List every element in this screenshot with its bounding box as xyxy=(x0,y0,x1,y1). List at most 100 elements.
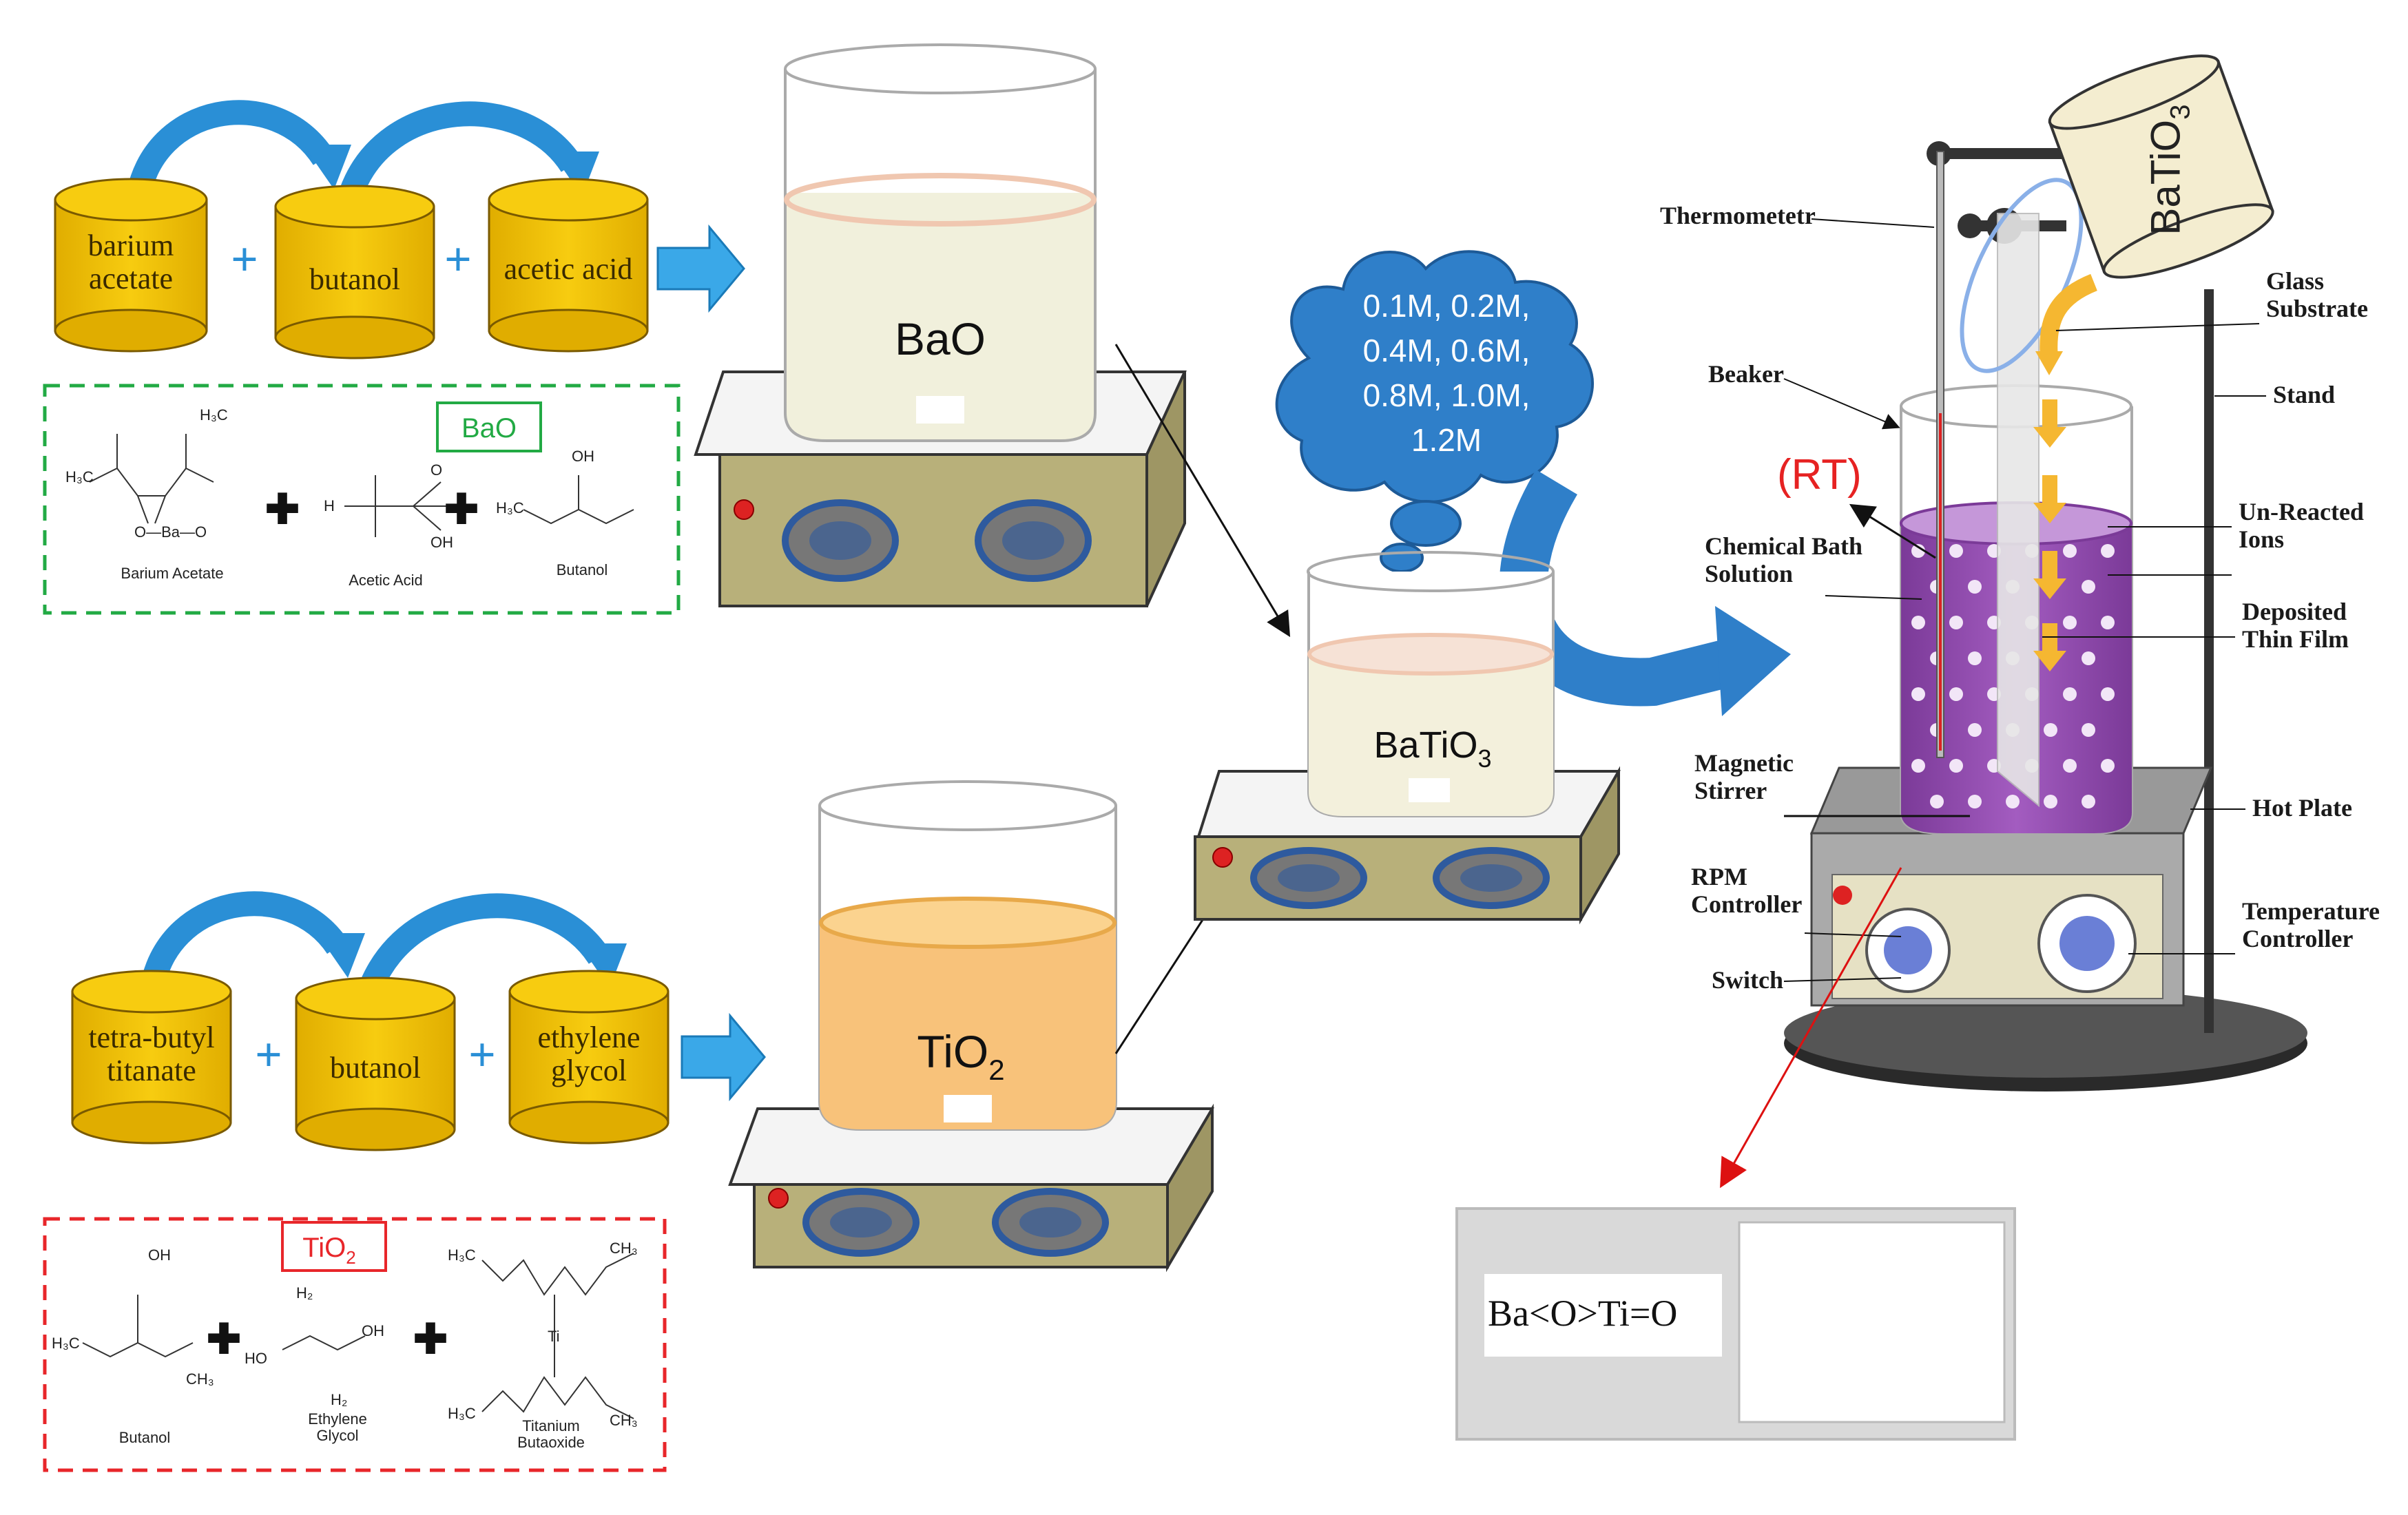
deposition-arrows xyxy=(2033,399,2066,671)
structure-name: Barium Acetate xyxy=(121,565,223,582)
chem-label: H₂ xyxy=(331,1391,347,1408)
curved-arrow-icon xyxy=(125,100,335,202)
butanol-structure xyxy=(82,1295,194,1358)
structure-name: Butanol xyxy=(557,561,608,578)
batio3-jar: BaTiO3 xyxy=(2048,54,2274,279)
cbd-apparatus: BaTiO3 (RT) Thermometetr Beaker Chemical… xyxy=(1660,54,2380,1189)
label-stand: Stand xyxy=(2273,381,2335,408)
beaker-label: TiO2 xyxy=(917,1026,1004,1086)
box-title: TiO2 xyxy=(302,1233,355,1268)
ethylene-glycol-structure xyxy=(282,1335,366,1351)
cloud-line: 0.1M, 0.2M, xyxy=(1363,288,1530,324)
ion-dot xyxy=(1911,687,1925,701)
chem-label: OH xyxy=(362,1322,384,1339)
butanol-structure xyxy=(523,475,634,525)
chem-label: O—Ba—O xyxy=(134,523,207,541)
box-title: BaO xyxy=(461,413,517,443)
film-formula: Ba<O>Ti=O xyxy=(1488,1293,1677,1334)
ion-dot xyxy=(2082,651,2095,665)
ion-dot xyxy=(2082,795,2095,808)
glass-substrate xyxy=(1997,213,2039,808)
beaker-batio3: BaTiO3 xyxy=(1307,551,1555,817)
chem-label: H₃C xyxy=(496,499,524,516)
plus-icon: + xyxy=(444,233,472,286)
ion-dot xyxy=(1968,580,1982,594)
ion-dot xyxy=(2063,759,2077,773)
reagent-cylinder: acetic acid xyxy=(488,178,649,353)
beaker-label: BaO xyxy=(895,313,986,364)
label-beaker: Beaker xyxy=(1708,360,1784,388)
middle-mixing: 0.1M, 0.2M, 0.4M, 0.6M, 0.8M, 1.0M, 1.2M… xyxy=(1194,250,1791,925)
label-switch: Switch xyxy=(1712,966,1783,994)
beaker-label: BaTiO3 xyxy=(1373,724,1491,773)
chem-label: CH₃ xyxy=(186,1370,214,1388)
hotplate xyxy=(728,1103,1214,1273)
chem-label: H₃C xyxy=(448,1405,476,1422)
block-arrow-icon xyxy=(681,1012,766,1102)
chem-label: H₂ xyxy=(296,1284,313,1302)
chem-label: H₃C xyxy=(200,406,228,424)
stand-rod xyxy=(2204,289,2214,1033)
chem-label: CH₃ xyxy=(610,1412,638,1429)
ion-dot xyxy=(2101,687,2115,701)
plus-icon: ✚ xyxy=(265,487,300,532)
ion-dot xyxy=(1911,759,1925,773)
reagent-label: butanol xyxy=(309,262,400,296)
ion-dot xyxy=(2101,759,2115,773)
ion-dot xyxy=(2044,795,2057,808)
plus-icon: ✚ xyxy=(444,487,479,532)
curved-arrow-icon xyxy=(360,893,610,990)
tio2-structure-box xyxy=(43,1217,667,1472)
zoom-arrow xyxy=(1720,867,1902,1189)
arrowhead-icon xyxy=(1715,606,1791,716)
structure-name: Acetic Acid xyxy=(349,572,423,589)
chem-label: OH xyxy=(148,1246,171,1264)
thin-film-inset: Ba<O>Ti=O xyxy=(1455,1207,2016,1441)
block-arrow-icon xyxy=(656,224,745,313)
curved-arrow-icon xyxy=(139,891,348,994)
ion-dot xyxy=(2101,616,2115,629)
plus-icon: ✚ xyxy=(413,1317,448,1362)
chem-label: H xyxy=(324,497,335,514)
label-thermometer: Thermometetr xyxy=(1660,202,1816,229)
ion-dot xyxy=(1949,544,1963,558)
ion-dot xyxy=(1911,544,1925,558)
chem-label: OH xyxy=(572,448,594,465)
beaker-tio2: TiO2 xyxy=(818,780,1117,1131)
label-hot-plate: Hot Plate xyxy=(2252,794,2352,822)
ion-dot xyxy=(2082,723,2095,737)
ion-dot xyxy=(2082,580,2095,594)
arrowhead-icon xyxy=(551,152,599,196)
cloud-concentrations: 0.1M, 0.2M, 0.4M, 0.6M, 0.8M, 1.0M, 1.2M xyxy=(1275,250,1594,573)
chem-label: Ti xyxy=(548,1328,560,1345)
chem-label: HO xyxy=(245,1350,267,1367)
plus-icon: + xyxy=(468,1029,496,1082)
reagent-cylinder: butanol xyxy=(295,976,456,1151)
ion-dot xyxy=(2063,544,2077,558)
chem-label: CH₃ xyxy=(610,1240,638,1257)
curved-arrow-icon xyxy=(1499,470,1742,707)
ion-dot xyxy=(2044,723,2057,737)
chem-label: H₃C xyxy=(52,1335,80,1352)
ion-dot xyxy=(2063,616,2077,629)
ion-dot xyxy=(1911,616,1925,629)
plus-icon: + xyxy=(255,1029,282,1082)
curved-arrow-icon xyxy=(340,101,583,198)
ion-dot xyxy=(2101,544,2115,558)
ion-dot xyxy=(1949,759,1963,773)
chem-label: H₃C xyxy=(65,468,94,485)
